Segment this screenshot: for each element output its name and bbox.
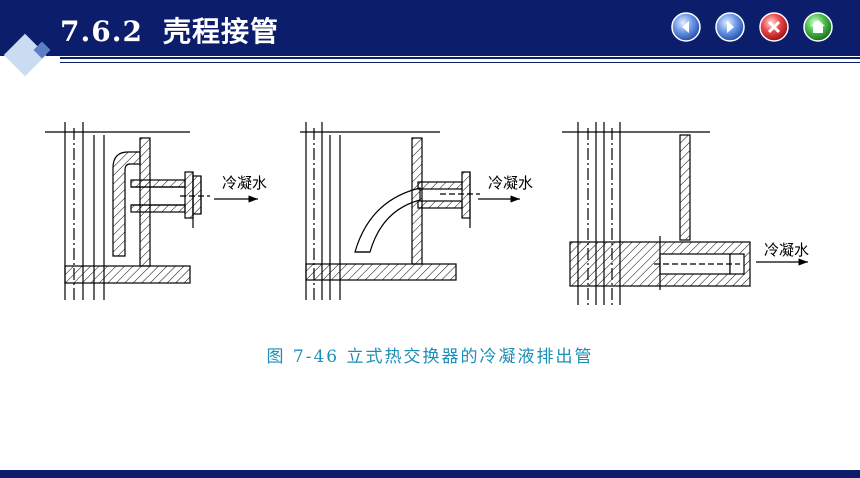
condensate-label-3: 冷凝水 [764,241,809,259]
arrow-right-icon [715,12,745,42]
diagram-3 [562,122,808,305]
section-title: 壳程接管 [162,15,279,48]
figure-caption: 图 7-46 立式热交换器的冷凝液排出管 [266,347,594,367]
home-icon [803,12,833,42]
next-button[interactable] [715,12,745,42]
diagram-2 [300,122,520,300]
condensate-drain-figure: 冷凝水 冷凝水 冷凝水 [45,122,809,305]
home-button[interactable] [803,12,833,42]
title-underline-thin [60,62,860,63]
section-number: 7.6.2 [60,15,143,48]
condensate-label-2: 冷凝水 [488,174,533,192]
close-button[interactable] [759,12,789,42]
page-title: 7.6.2 壳程接管 [60,10,279,50]
diagram-1 [45,122,258,300]
close-icon [759,12,789,42]
prev-button[interactable] [671,12,701,42]
title-underline [60,57,860,59]
footer-bar [0,470,860,478]
arrow-left-icon [671,12,701,42]
condensate-label-1: 冷凝水 [222,174,267,192]
